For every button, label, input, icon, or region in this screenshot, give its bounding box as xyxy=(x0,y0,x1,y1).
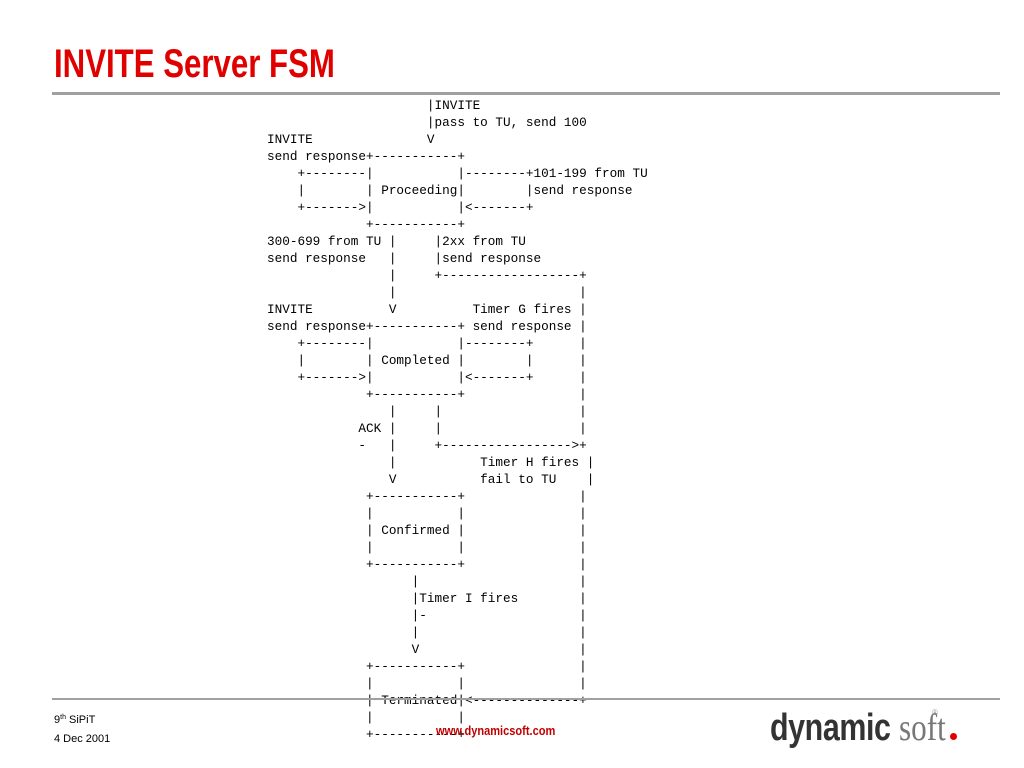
registered-mark: ® xyxy=(932,708,938,717)
website-link[interactable]: www.dynamicsoft.com xyxy=(436,723,556,738)
event-name: SiPiT xyxy=(65,714,96,726)
footer-event: 9th SiPiT xyxy=(54,714,95,726)
footer-date: 4 Dec 2001 xyxy=(54,733,111,745)
footer-divider xyxy=(52,698,1000,700)
event-ordinal: th xyxy=(60,714,66,721)
event-number: 9 xyxy=(54,714,61,726)
logo-text-bold: dynamic xyxy=(770,707,891,749)
logo-dot-icon xyxy=(949,733,957,740)
page-title: INVITE Server FSM xyxy=(54,42,335,86)
logo-text-light: soft xyxy=(898,707,946,749)
title-divider xyxy=(52,92,1000,95)
fsm-ascii-diagram: |INVITE |pass to TU, send 100 INVITE V s… xyxy=(267,98,648,742)
